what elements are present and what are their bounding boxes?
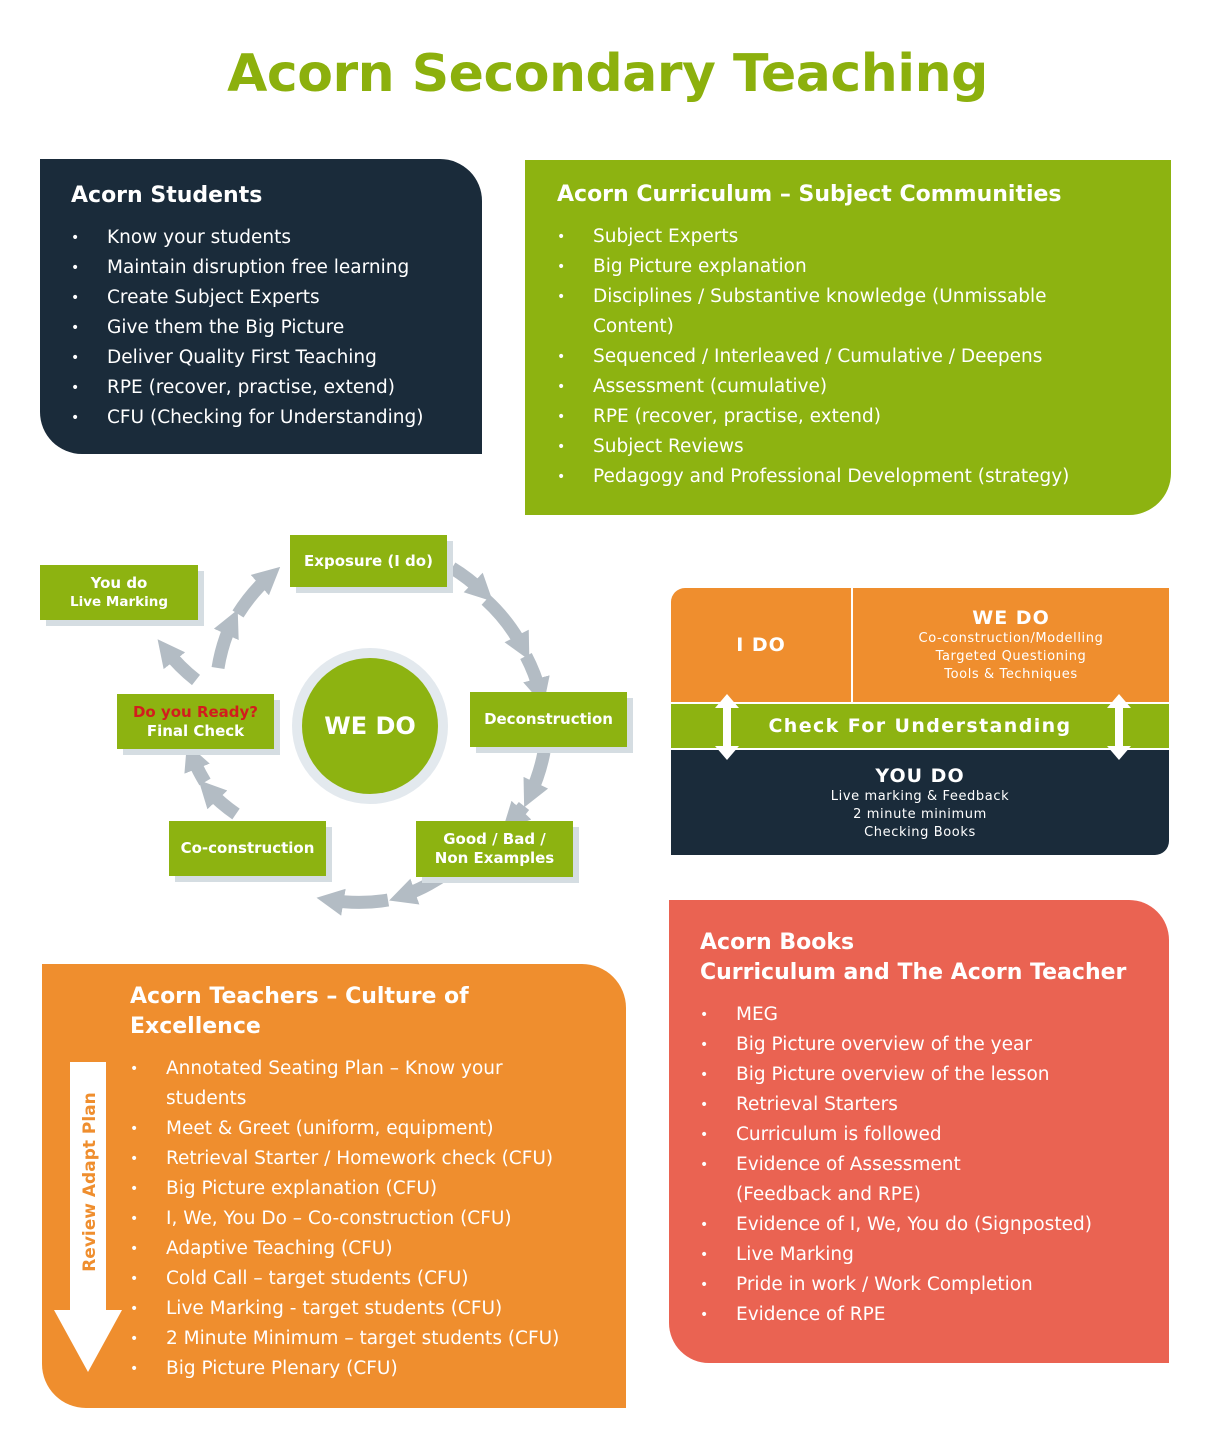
grid-you-do-item: Live marking & Feedback [830,788,1010,804]
list-item: Retrieval Starters [700,1090,1159,1120]
list-item: Cold Call – target students (CFU) [130,1264,616,1294]
teachers-heading: Acorn Teachers – Culture of Excellence [130,982,616,1042]
list-item: CFU (Checking for Understanding) [71,403,472,433]
list-item: Live Marking [700,1240,1159,1270]
books-list: MEG Big Picture overview of the year Big… [700,1000,1159,1330]
center-label: WE DO [302,658,438,794]
grid-check-label: Check For Understanding [768,715,1072,737]
center-circle: WE DO [292,648,448,804]
list-item: Big Picture overview of the lesson [700,1060,1159,1090]
cycle-arrow [523,750,551,808]
list-item: Big Picture explanation (CFU) [130,1174,616,1204]
list-item: Live Marking - target students (CFU) [130,1294,616,1324]
grid-check: Check For Understanding [671,704,1169,748]
cycle-arrow [184,743,211,786]
node-good-bad-line-2: Non Examples [434,849,555,867]
cycle-arrow [198,780,240,820]
page-title: Acorn Secondary Teaching [227,44,988,104]
grid-we-do-item: Tools & Techniques [944,667,1078,682]
list-item: Evidence of I, We, You do (Signposted) [700,1210,1159,1240]
grid-you-do-item: 2 minute minimum [853,806,987,822]
list-item: I, We, You Do – Co-construction (CFU) [130,1204,616,1234]
list-item: Meet & Greet (uniform, equipment) [130,1114,616,1144]
teachers-panel: Acorn Teachers – Culture of Excellence A… [42,964,626,1408]
cycle-arrow [316,888,390,916]
list-item: Pedagogy and Professional Development (s… [557,462,1161,492]
list-item: Big Picture overview of the year [700,1030,1159,1060]
list-item: Assessment (cumulative) [557,372,1161,402]
list-item: Subject Experts [557,222,1161,252]
teachers-list: Annotated Seating Plan – Know your stude… [130,1054,616,1384]
grid-you-do-item: Checking Books [864,824,976,840]
list-item: MEG [700,1000,1159,1030]
curriculum-heading: Acorn Curriculum – Subject Communities [557,182,1062,207]
node-final-check-label: Final Check [146,721,245,740]
students-list: Know your students Maintain disruption f… [71,223,472,433]
list-item: Give them the Big Picture [71,313,472,343]
list-item: Evidence of Assessment (Feedback and RPE… [700,1150,1159,1210]
books-heading-line-1: Acorn Books [700,930,855,955]
teaching-cycle-diagram: WE DO You do Live Marking Exposure (I do… [0,520,660,920]
list-item: Pride in work / Work Completion [700,1270,1159,1300]
list-item: Big Picture explanation [557,252,1161,282]
list-item: Subject Reviews [557,432,1161,462]
list-item: Disciplines / Substantive knowledge (Unm… [557,282,1161,342]
list-item: Create Subject Experts [71,283,472,313]
node-deconstruction: Deconstruction [470,692,627,747]
grid-we-do-item: Targeted Questioning [935,649,1087,664]
grid-you-do: YOU DO Live marking & Feedback 2 minute … [671,750,1169,855]
list-item: Big Picture Plenary (CFU) [130,1354,616,1384]
books-panel: Acorn Books Curriculum and The Acorn Tea… [669,900,1169,1363]
node-final-check: Do you Ready? Final Check [117,694,274,749]
list-item: Retrieval Starter / Homework check (CFU) [130,1144,616,1174]
node-ready-question: Do you Ready? [132,702,259,721]
list-item: Adaptive Teaching (CFU) [130,1234,616,1264]
cycle-arrow [520,652,550,706]
double-arrow-icon [1107,694,1131,760]
i-we-you-do-grid: I DO WE DO Co-construction/Modelling Tar… [671,588,1169,855]
node-you-do-sub: Live Marking [70,593,168,610]
books-heading-line-2: Curriculum and The Acorn Teacher [700,960,1127,985]
node-coconstruction: Co-construction [169,821,326,876]
grid-we-do-label: WE DO [972,607,1050,629]
cycle-arrow [481,595,530,661]
grid-you-do-label: YOU DO [875,764,965,787]
double-arrow-icon [715,694,739,760]
curriculum-panel: Acorn Curriculum – Subject Communities S… [525,160,1171,515]
cycle-arrow [211,609,239,670]
grid-we-do: WE DO Co-construction/Modelling Targeted… [853,588,1169,702]
list-item: RPE (recover, practise, extend) [71,373,472,403]
node-good-bad-line-1: Good / Bad / [443,830,546,848]
cycle-arrow [448,562,493,602]
teachers-heading-line-2: Excellence [130,1014,261,1039]
grid-i-do: I DO [671,588,851,702]
list-item: Deliver Quality First Teaching [71,343,472,373]
grid-i-do-label: I DO [736,634,786,656]
list-item: Know your students [71,223,472,253]
cycle-arrow [232,566,281,618]
list-item: Sequenced / Interleaved / Cumulative / D… [557,342,1161,372]
students-panel: Acorn Students Know your students Mainta… [40,159,482,454]
node-exposure: Exposure (I do) [290,535,447,587]
list-item: Annotated Seating Plan – Know your stude… [130,1054,616,1114]
node-you-do-title: You do [90,573,148,592]
list-item: Maintain disruption free learning [71,253,472,283]
students-heading: Acorn Students [71,183,263,208]
review-adapt-plan-arrow: Review Adapt Plan [54,1062,122,1372]
curriculum-list: Subject Experts Big Picture explanation … [557,222,1161,492]
teachers-heading-line-1: Acorn Teachers – Culture of [130,984,469,1009]
grid-we-do-item: Co-construction/Modelling [918,631,1104,646]
list-item: 2 Minute Minimum – target students (CFU) [130,1324,616,1354]
books-heading: Acorn Books Curriculum and The Acorn Tea… [700,928,1159,988]
list-item: RPE (recover, practise, extend) [557,402,1161,432]
node-you-do: You do Live Marking [40,565,198,620]
list-item: Evidence of RPE [700,1300,1159,1330]
list-item: Curriculum is followed [700,1120,1159,1150]
cycle-arrow [502,800,532,830]
review-adapt-plan-label: Review Adapt Plan [80,1092,100,1272]
node-good-bad: Good / Bad / Non Examples [416,821,573,877]
cycle-arrow [157,639,201,686]
